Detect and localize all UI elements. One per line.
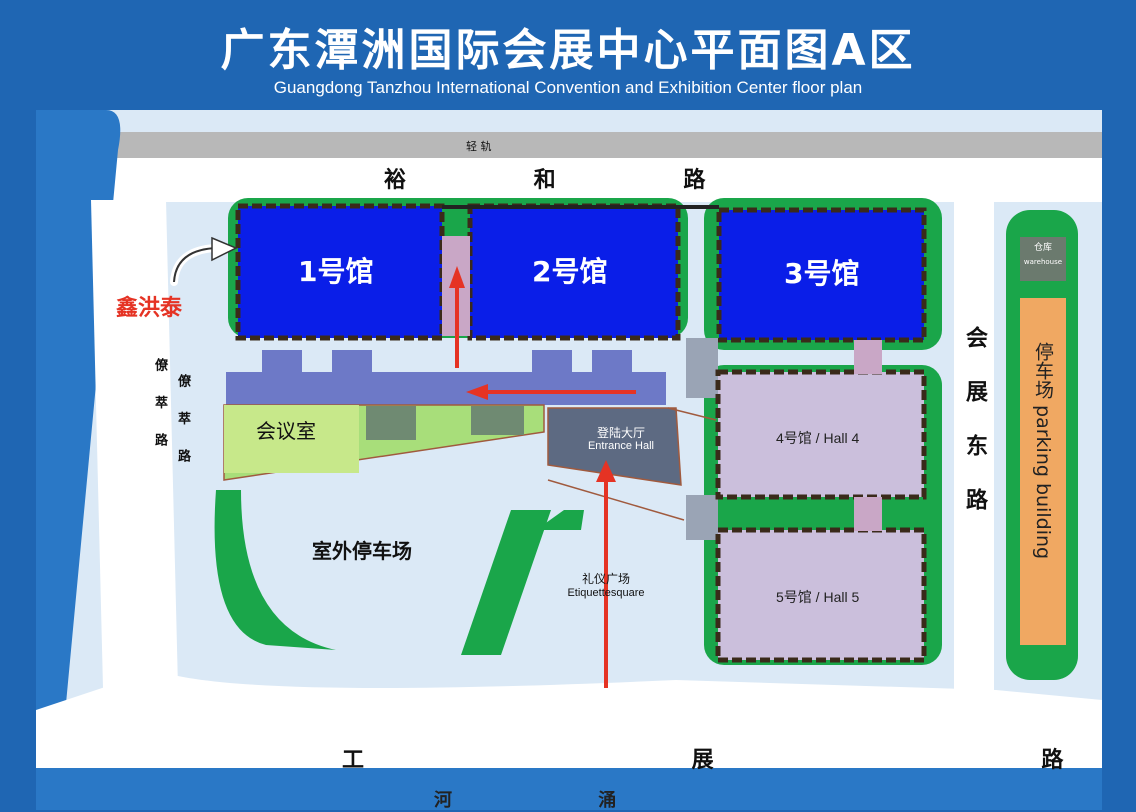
corridor-bay-2 bbox=[332, 350, 372, 374]
connector-34 bbox=[854, 340, 882, 374]
hall-3-label: 3号馆 bbox=[784, 257, 860, 290]
marker-pointer-line bbox=[173, 247, 217, 283]
entrance-hall-en-label: Entrance Hall bbox=[587, 440, 655, 452]
south-road-label: 工 展 路 bbox=[342, 748, 1063, 773]
etiquette-cn-label: 礼仪广场 bbox=[581, 572, 630, 586]
river-label: 河 涌 bbox=[434, 790, 687, 810]
light-rail-band bbox=[36, 132, 1102, 158]
hall-2-shape[interactable] bbox=[467, 203, 681, 341]
south-road bbox=[36, 670, 1102, 778]
meeting-room-label: 会议室 bbox=[256, 419, 316, 443]
west-road-label-inner: 僚 萃 路 bbox=[175, 374, 190, 473]
corridor-bay-4 bbox=[592, 350, 632, 374]
hall-1-label: 1号馆 bbox=[298, 255, 374, 288]
east-road bbox=[954, 180, 994, 810]
hall-2-label: 2号馆 bbox=[532, 255, 608, 288]
hall-4-shape[interactable] bbox=[715, 369, 927, 500]
light-rail-label: 轻 轨 bbox=[466, 140, 492, 153]
hall-1-shape[interactable] bbox=[235, 203, 445, 341]
meeting-wing-1 bbox=[366, 406, 416, 440]
site-map-drawing bbox=[36, 110, 1102, 810]
west-road-label-outer: 僚 萃 路 bbox=[152, 358, 167, 457]
arrow-hall1-head bbox=[449, 266, 465, 288]
entrance-hall-cn-label: 登陆大厅 bbox=[596, 426, 645, 440]
arrow-corridor-head bbox=[466, 384, 488, 400]
entrance-hall-shape[interactable] bbox=[547, 407, 682, 486]
marker-label[interactable]: 鑫洪泰 bbox=[116, 296, 183, 321]
hall-3-shape[interactable] bbox=[716, 207, 927, 343]
parking-building-shape[interactable] bbox=[1020, 298, 1066, 645]
hall-5-shape[interactable] bbox=[715, 527, 927, 663]
stairs-north bbox=[686, 338, 718, 398]
warehouse-shape bbox=[1020, 237, 1066, 281]
parking-building-label: 停车场 parking building bbox=[1032, 342, 1054, 560]
page-subtitle: Guangdong Tanzhou International Conventi… bbox=[273, 78, 863, 97]
outdoor-parking-label: 室外停车场 bbox=[312, 539, 412, 563]
hall-5-label: 5号馆 / Hall 5 bbox=[776, 589, 860, 605]
south-river bbox=[36, 768, 1102, 810]
etiquette-en-label: Etiquettesquare bbox=[567, 587, 645, 599]
site-map: 轻 轨 裕 和 路 1号馆 2号馆 3号馆 4号馆 / Hall 4 5号馆 /… bbox=[36, 110, 1102, 810]
entrance-outline bbox=[547, 479, 685, 521]
page-title: 广东潭洲国际会展中心平面图A区 bbox=[220, 25, 916, 76]
east-road-label: 会展东路 bbox=[962, 326, 987, 542]
arrow-entrance-head bbox=[596, 460, 616, 482]
marker-pointer-head bbox=[211, 236, 238, 262]
green-strip-center bbox=[461, 510, 551, 655]
north-road-label: 裕 和 路 bbox=[384, 168, 766, 193]
entrance-link bbox=[667, 407, 717, 421]
west-road bbox=[91, 200, 181, 810]
corridor-bay-3 bbox=[532, 350, 572, 374]
warehouse-en-label: warehouse bbox=[1023, 258, 1063, 266]
meeting-room-block bbox=[224, 405, 359, 473]
green-strip-small bbox=[536, 510, 584, 530]
corridor-bay-1 bbox=[262, 350, 302, 374]
stairs-south bbox=[686, 495, 718, 540]
green-strip-west bbox=[214, 490, 336, 650]
connector-45 bbox=[854, 497, 882, 531]
north-road bbox=[36, 158, 1102, 202]
hall-4-label: 4号馆 / Hall 4 bbox=[776, 430, 860, 446]
warehouse-cn-label: 仓库 bbox=[1033, 243, 1052, 253]
main-corridor bbox=[226, 372, 666, 405]
meeting-wing-2 bbox=[471, 406, 524, 435]
